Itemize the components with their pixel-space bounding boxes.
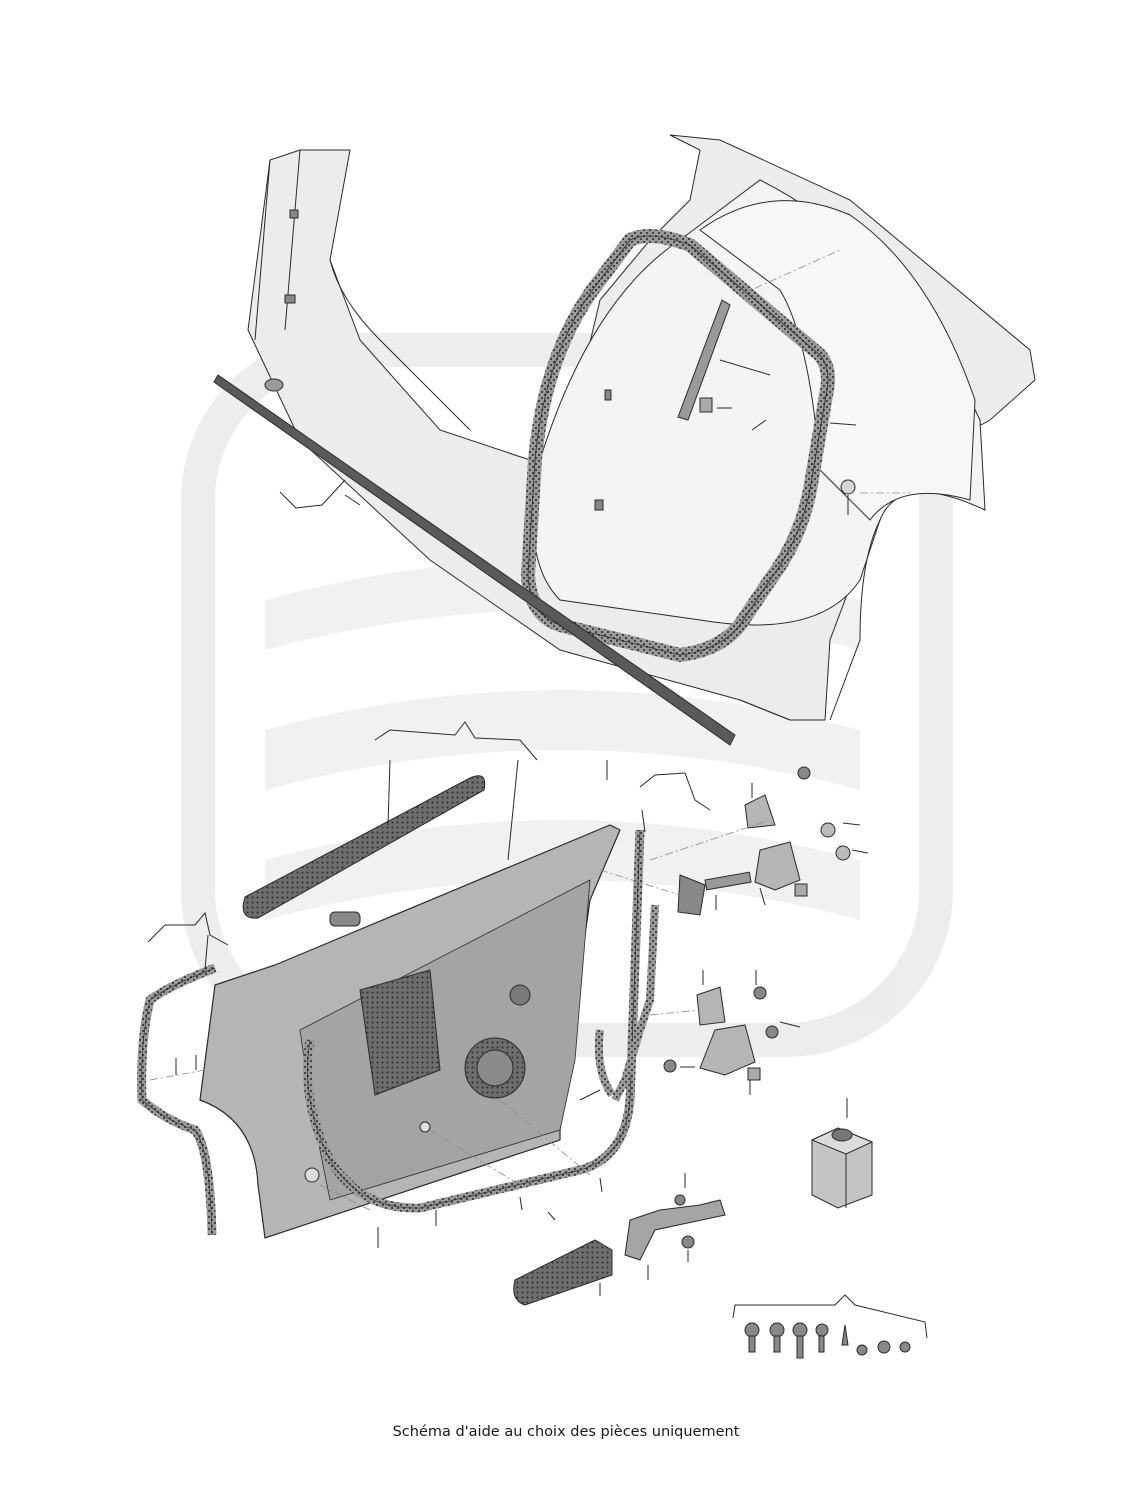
window-trim-strip [677,299,731,421]
door-handle-carrier [513,1239,613,1306]
hinge-lower [663,986,779,1081]
door-shell [199,824,621,1239]
container-part [810,1127,874,1209]
door-opening-seal [520,229,835,663]
fastener-kit [732,1294,928,1359]
disclaimer-caption: Schéma d'aide au choix des pièces unique… [392,1424,740,1440]
body-side-frame [247,134,1036,721]
lower-sill-molding [213,374,856,746]
window-trim-strip [242,775,486,927]
door-outer-seal [137,963,217,1236]
leader-lines [147,359,869,1296]
assembly-lines [149,249,910,1211]
door-check-strap [624,1194,726,1261]
hinge-upper [677,766,851,916]
inner-door-seals [303,829,659,1213]
